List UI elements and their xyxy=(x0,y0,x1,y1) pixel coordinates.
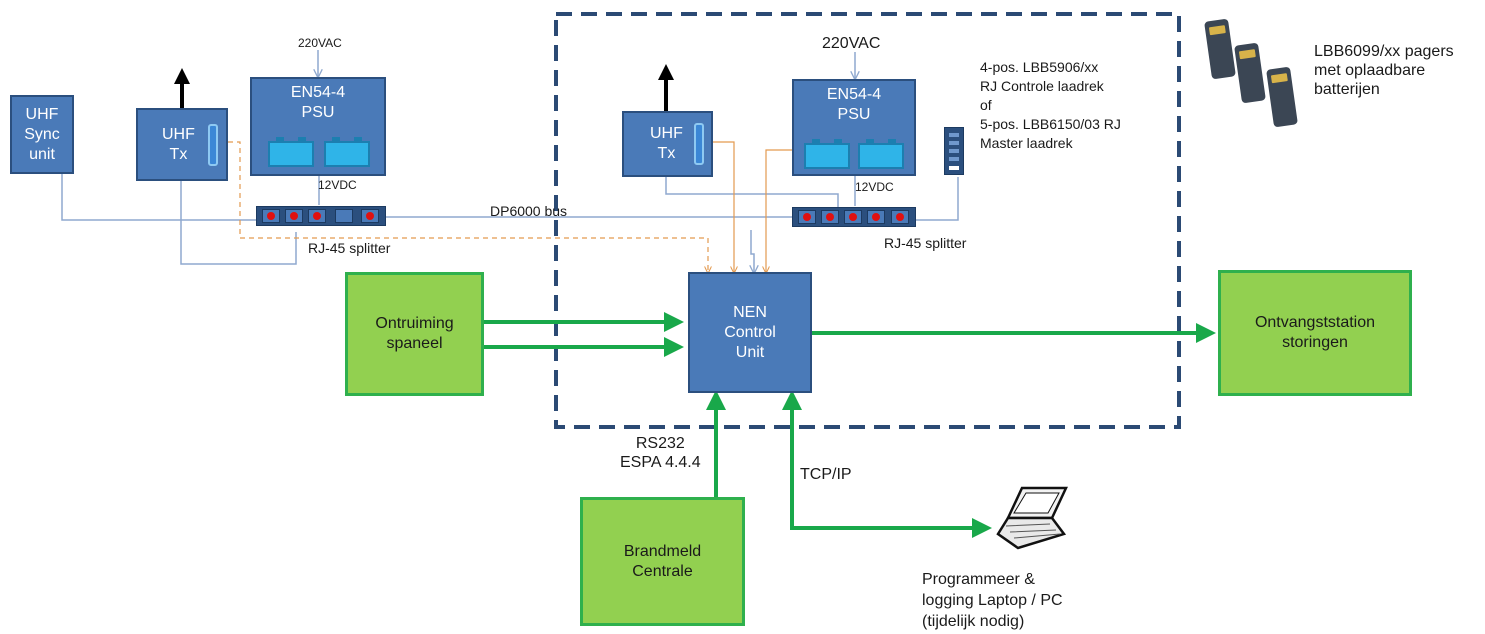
battery-icon xyxy=(858,139,904,169)
battery-icon xyxy=(804,139,850,169)
uhf-sync-unit[interactable]: UHF Sync unit xyxy=(10,95,74,174)
psu-right-label: EN54-4 PSU xyxy=(826,86,882,123)
pagers-description: LBB6099/xx pagers met oplaadbare batteri… xyxy=(1314,43,1454,98)
tx-slot-icon xyxy=(208,124,218,166)
rack-description: 4-pos. LBB5906/xx RJ Controle laadrek of… xyxy=(980,59,1121,151)
tx-slot-icon xyxy=(694,123,704,165)
charging-rack-icon xyxy=(944,127,964,175)
rj45-port-icon xyxy=(844,210,862,224)
ontvangststation-storingen[interactable]: Ontvangststation storingen xyxy=(1218,270,1412,396)
brandmeld-centrale[interactable]: Brandmeld Centrale xyxy=(580,497,745,626)
vac-left-label: 220VAC xyxy=(298,36,342,50)
splitter-left-label: RJ-45 splitter xyxy=(308,240,391,256)
wire-right-tx-to-splitter xyxy=(665,177,839,207)
wire-tx-to-splitter xyxy=(180,181,297,265)
uhf-tx-left[interactable]: UHF Tx xyxy=(136,108,228,181)
splitter-right-label: RJ-45 splitter xyxy=(884,235,967,251)
rj45-port-icon xyxy=(308,209,326,223)
rj45-port-icon xyxy=(335,209,353,223)
rj45-port-icon xyxy=(867,210,885,224)
tcpip-label: TCP/IP xyxy=(800,466,852,483)
rs232-label: RS232 ESPA 4.4.4 xyxy=(620,435,701,471)
wire-sync-to-splitter xyxy=(61,173,262,221)
battery-icon xyxy=(268,137,314,167)
dp6000-bus-label: DP6000 bus xyxy=(490,203,568,219)
laptop-icon xyxy=(996,486,1068,550)
brandmeld-label: Brandmeld Centrale xyxy=(623,542,702,580)
rj45-port-icon xyxy=(821,210,839,224)
rj45-port-icon xyxy=(891,210,909,224)
vdc-right-label: 12VDC xyxy=(855,180,894,194)
wire-psu-right-orange xyxy=(766,149,792,272)
ontruiming-spaneel[interactable]: Ontruiming spaneel xyxy=(345,272,484,396)
psu-left-label: EN54-4 PSU xyxy=(290,84,346,121)
rj45-port-icon xyxy=(285,209,303,223)
rj45-port-icon xyxy=(361,209,379,223)
rj45-port-icon xyxy=(262,209,280,223)
wire-rack-to-splitter xyxy=(916,177,959,221)
vdc-left-label: 12VDC xyxy=(318,178,357,192)
psu-right[interactable]: EN54-4 PSU xyxy=(792,79,916,176)
system-boundary xyxy=(554,12,1181,429)
ontruiming-label: Ontruiming spaneel xyxy=(375,315,454,352)
rj45-splitter-right[interactable] xyxy=(792,207,916,227)
uhf-tx-left-label: UHF Tx xyxy=(162,125,195,163)
battery-icon xyxy=(324,137,370,167)
uhf-tx-right[interactable]: UHF Tx xyxy=(622,111,713,177)
rj45-port-icon xyxy=(798,210,816,224)
uhf-tx-right-label: UHF Tx xyxy=(650,125,683,162)
wire-left-tx-dashed xyxy=(228,141,708,272)
nen-control-label: NEN Control Unit xyxy=(724,303,776,361)
laptop-label: Programmeer & logging Laptop / PC (tijde… xyxy=(922,571,1063,630)
nen-control-unit[interactable]: NEN Control Unit xyxy=(688,272,812,393)
rj45-splitter-left[interactable] xyxy=(256,206,386,226)
wire-right-tx-orange xyxy=(713,141,734,272)
ontvangst-label: Ontvangststation storingen xyxy=(1254,314,1376,351)
arrow-nen-laptop xyxy=(782,390,992,538)
uhf-sync-label: UHF Sync unit xyxy=(24,105,60,163)
vac-right-label: 220VAC xyxy=(822,35,881,52)
psu-left[interactable]: EN54-4 PSU xyxy=(250,77,386,176)
wire-splitter-to-nen xyxy=(751,230,754,272)
